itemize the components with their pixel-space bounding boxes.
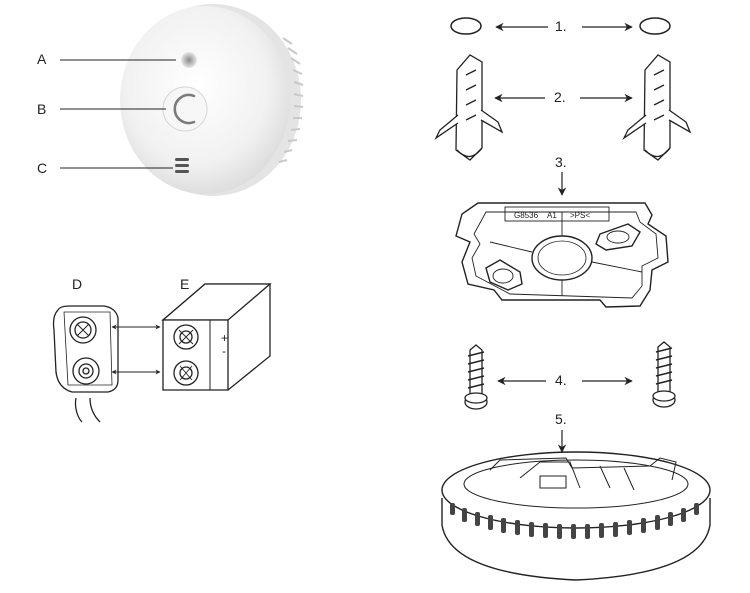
wall-plug-left-icon: [434, 54, 504, 161]
screw-left-icon: [464, 344, 488, 410]
step-4-label: 4.: [555, 372, 567, 388]
step-5-label: 5.: [555, 411, 567, 427]
sound-outlet-icon: [175, 158, 189, 173]
detector-vent-slots: [450, 503, 699, 539]
led-indicator-icon: [181, 52, 197, 68]
battery-9v-drawing: [161, 283, 272, 391]
step-2-label: 2.: [554, 89, 566, 105]
wall-plug-right-icon: [622, 54, 692, 161]
step-3-label: 3.: [555, 154, 567, 170]
screw-right-icon: [652, 341, 676, 408]
ring-left-icon: [450, 17, 482, 35]
label-e: E: [180, 276, 190, 292]
plate-rev-text: A1: [547, 211, 557, 220]
battery-minus-label: -: [222, 344, 226, 358]
label-c: C: [37, 160, 48, 176]
smoke-detector-photo: [60, 4, 304, 196]
plate-material-text: >PS<: [570, 211, 590, 220]
battery-clip-drawing: [52, 305, 119, 423]
plate-code-text: G8536: [514, 211, 539, 220]
test-button-icon: [162, 86, 208, 132]
label-b: B: [37, 101, 47, 117]
label-a: A: [37, 51, 47, 67]
label-d: D: [72, 276, 83, 292]
step-1-label: 1.: [555, 18, 567, 34]
battery-plus-label: +: [221, 331, 229, 345]
ring-right-icon: [639, 17, 671, 35]
mounting-plate-drawing: [455, 202, 669, 308]
